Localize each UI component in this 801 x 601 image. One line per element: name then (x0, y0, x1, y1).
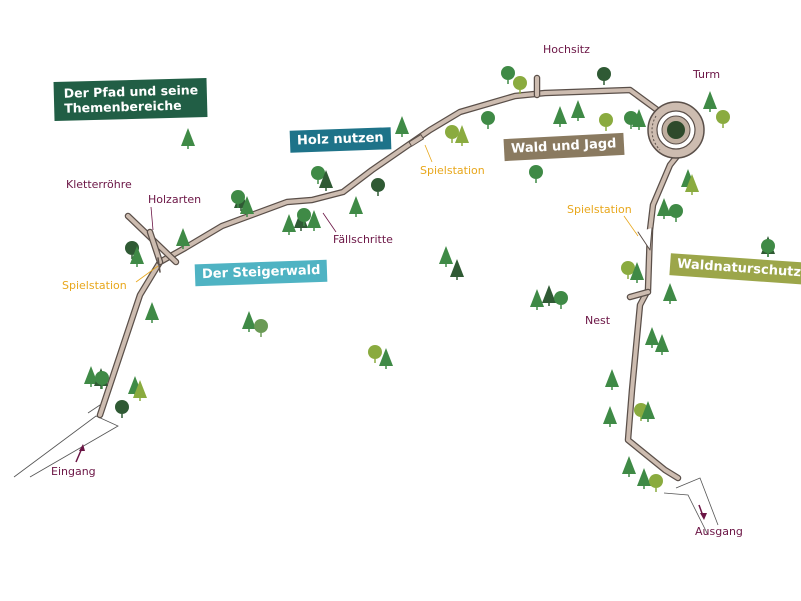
fir-tree-icon (176, 228, 190, 246)
fir-tree-icon (542, 285, 556, 303)
station-label-spielstation-2: Spielstation (420, 164, 485, 177)
fir-tree-icon (603, 406, 617, 424)
round-tree-icon (624, 111, 638, 125)
zone-steigerwald: Der Steigerwald (194, 259, 328, 286)
round-tree-icon (254, 319, 268, 333)
station-label-spielstation-3: Spielstation (567, 203, 632, 216)
round-tree-icon (716, 110, 730, 124)
round-tree-icon (554, 291, 568, 305)
fir-tree-icon (703, 91, 717, 109)
round-tree-icon (669, 204, 683, 218)
round-tree-icon (529, 165, 543, 179)
fir-tree-icon (553, 106, 567, 124)
spielstation-leaders (135, 144, 639, 283)
fir-tree-icon (622, 456, 636, 474)
round-tree-icon (115, 400, 129, 414)
map-title-banner: Der Pfad und seine Themenbereiche (53, 77, 208, 122)
fir-tree-icon (663, 283, 677, 301)
round-tree-icon (761, 239, 775, 253)
round-tree-icon (371, 178, 385, 192)
station-label-turm: Turm (693, 68, 721, 81)
fir-tree-icon (307, 210, 321, 228)
fir-tree-icon (630, 262, 644, 280)
fir-tree-icon (450, 259, 464, 277)
fir-tree-icon (685, 174, 699, 192)
station-label-eingang: Eingang (51, 465, 96, 478)
round-tree-icon (621, 261, 635, 275)
fir-tree-icon (282, 214, 296, 232)
station-leaders (150, 206, 337, 233)
tower-icon (647, 101, 705, 159)
fir-tree-icon (439, 246, 453, 264)
round-tree-icon (599, 113, 613, 127)
fir-tree-icon (84, 366, 98, 384)
station-label-faellschritte: Fällschritte (333, 233, 393, 246)
fir-tree-icon (530, 289, 544, 307)
round-tree-icon (368, 345, 382, 359)
exit-area (663, 477, 719, 536)
round-tree-icon (445, 125, 459, 139)
exit-arrow-icon (698, 504, 707, 520)
map-title-line2: Themenbereiche (64, 97, 182, 116)
round-tree-icon (597, 67, 611, 81)
fir-tree-icon (133, 380, 147, 398)
fir-tree-icon (571, 100, 585, 118)
round-tree-icon (501, 66, 515, 80)
tree-group (84, 66, 775, 492)
station-label-spielstation-1: Spielstation (62, 279, 127, 292)
fir-tree-icon (319, 170, 333, 188)
fir-tree-icon (641, 401, 655, 419)
fir-tree-icon (655, 334, 669, 352)
round-tree-icon (297, 208, 311, 222)
fir-tree-icon (637, 468, 651, 486)
fir-tree-icon (240, 196, 254, 214)
station-label-nest: Nest (585, 314, 611, 327)
station-label-ausgang: Ausgang (695, 525, 743, 538)
fir-tree-icon (379, 348, 393, 366)
station-label-holzarten: Holzarten (148, 193, 202, 206)
round-tree-icon (513, 76, 527, 90)
round-tree-icon (481, 111, 495, 125)
fir-tree-icon (605, 369, 619, 387)
station-label-hochsitz: Hochsitz (543, 43, 590, 56)
fir-tree-icon (349, 196, 363, 214)
fir-tree-icon (242, 311, 256, 329)
fir-tree-icon (645, 327, 659, 345)
fir-tree-icon (145, 302, 159, 320)
round-tree-icon (311, 166, 325, 180)
fir-tree-icon (181, 128, 195, 146)
zone-holz-nutzen: Holz nutzen (289, 127, 392, 153)
round-tree-icon (95, 371, 109, 385)
fir-tree-icon (130, 246, 144, 264)
round-tree-icon (231, 190, 245, 204)
round-tree-icon (649, 474, 663, 488)
trail-path (96, 74, 694, 482)
fir-tree-icon (395, 116, 409, 134)
fir-tree-icon (455, 125, 469, 143)
fir-tree-icon (657, 198, 671, 216)
station-label-kletterroehre: Kletterröhre (66, 178, 132, 191)
entrance-arrow-icon (75, 444, 85, 463)
